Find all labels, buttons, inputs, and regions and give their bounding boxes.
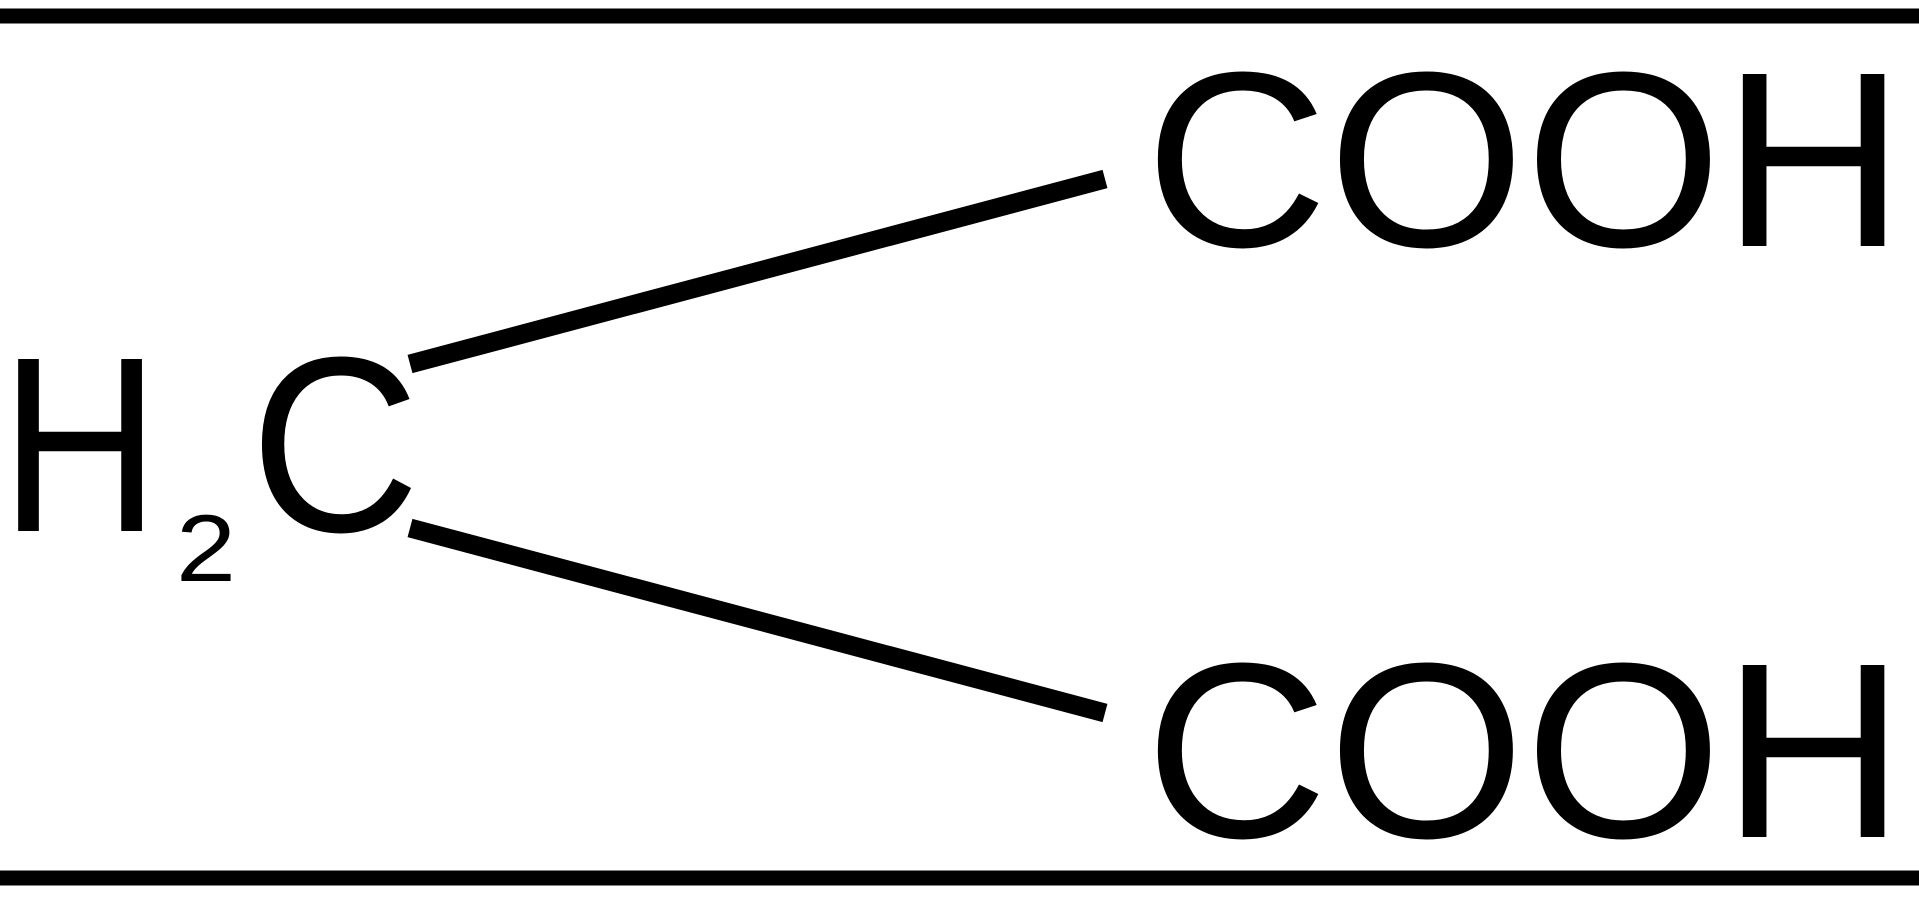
bond-to-bottom-cooh bbox=[407, 518, 1108, 723]
bottom-cooh-group: COOH bbox=[1145, 611, 1905, 890]
center-subscript: 2 bbox=[176, 496, 236, 602]
bond-to-top-cooh bbox=[407, 169, 1108, 374]
top-cooh-group: COOH bbox=[1145, 20, 1905, 299]
center-c-atom: C bbox=[250, 305, 420, 584]
center-h-atom: H bbox=[0, 305, 160, 584]
